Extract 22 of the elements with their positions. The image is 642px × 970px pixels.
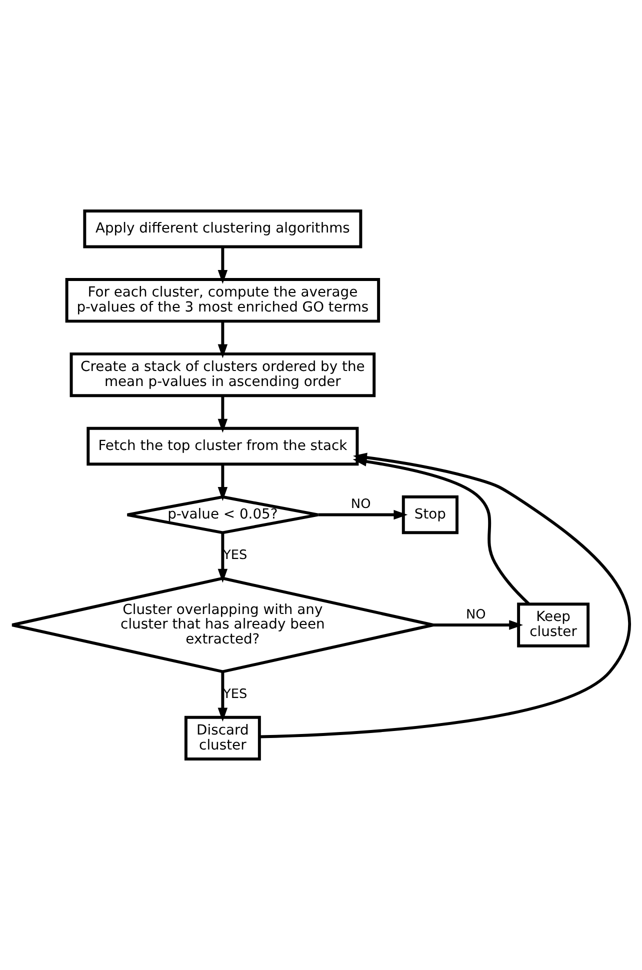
node-diamond: p-value < 0.05? <box>126 495 320 534</box>
node-box: Keep cluster <box>517 602 590 648</box>
node-diamond: Cluster overlapping with any cluster that has already been extracted? <box>10 576 435 674</box>
edge-label: NO <box>350 497 371 512</box>
arrow <box>318 510 408 520</box>
node-box: Fetch the top cluster from the stack <box>86 426 359 466</box>
arrow <box>218 322 228 358</box>
node-box: Apply different clustering algorithms <box>83 209 362 248</box>
edge-label: YES <box>222 548 248 563</box>
arrow <box>218 464 228 501</box>
edge-label: NO <box>466 607 486 622</box>
edge-label: YES <box>222 686 248 702</box>
arrow <box>218 247 228 284</box>
arrow <box>218 672 228 722</box>
arrow <box>260 452 631 738</box>
arrow <box>218 396 228 433</box>
arrow <box>433 620 524 630</box>
node-box: For each cluster, compute the average p-values of the 3 most enriched GO terms <box>65 278 380 323</box>
node-box: Stop <box>402 495 458 534</box>
node-box: Discard cluster <box>184 716 261 761</box>
node-box: Create a stack of clusters ordered by the mean p-values in ascending order <box>70 352 376 398</box>
arrow <box>218 532 228 583</box>
